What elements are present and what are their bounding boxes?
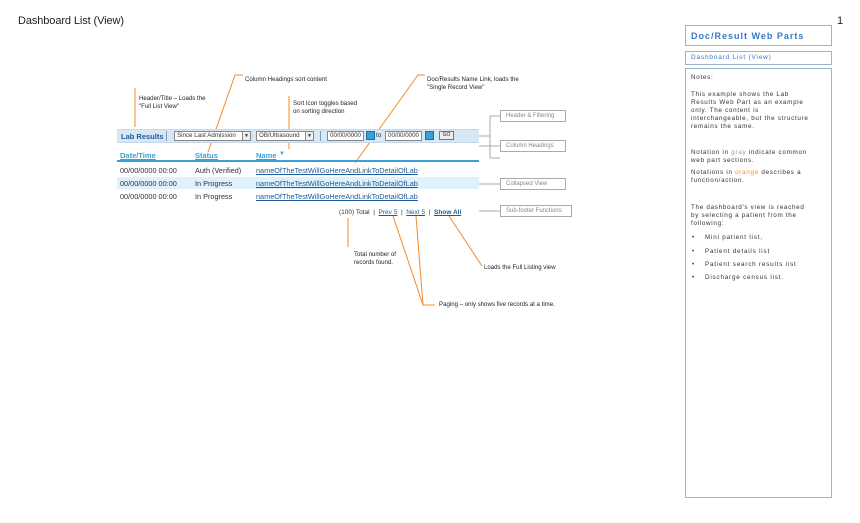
cell-date: 00/00/0000 00:00 [120, 179, 177, 188]
toolbar-divider [320, 131, 321, 141]
note-2-line-2: web part sections. [691, 157, 755, 164]
webpart-title-link[interactable]: Lab Results [121, 132, 164, 141]
page-number: 1 [837, 15, 844, 27]
side-subtitle-box [685, 51, 832, 65]
note-1-line-5: remains the same. [691, 123, 755, 130]
notes-box [685, 68, 832, 498]
cell-status: In Progress [195, 192, 233, 201]
calendar-icon[interactable] [425, 131, 434, 140]
note-1-line-1: This example shows the Lab [691, 91, 790, 98]
section-box-header-filtering [500, 110, 566, 122]
date-to-input[interactable]: 00/00/0000 [385, 131, 422, 141]
note-3-line-1: Notations in orange describes a [691, 169, 802, 176]
annotation-loads-full: Loads the Full Listing view [484, 264, 556, 271]
side-title-box [685, 25, 832, 46]
date-to-label: to [376, 132, 382, 139]
paging-line-1 [392, 215, 435, 306]
chevron-down-icon: ▼ [242, 132, 250, 140]
total-count: (100) Total [339, 209, 370, 216]
bullet-dot: • [692, 261, 695, 268]
calendar-icon[interactable] [366, 131, 375, 140]
next-page-link[interactable]: Next 5 [406, 209, 426, 216]
result-name-link[interactable]: nameOfTheTestWillGoHereAndLinkToDetailOf… [256, 179, 418, 188]
note-2-line-1: Notation in gray indicate common [691, 149, 807, 156]
sort-arrow-icon[interactable]: ▼ [279, 151, 285, 157]
column-header-date[interactable]: Date/Time [120, 151, 156, 160]
section-label-header-filtering: Header & Filtering [506, 113, 555, 119]
side-panel-subtitle: Dashboard List (View) [691, 54, 772, 61]
separator: | [400, 209, 403, 216]
section-box-collapsed-view [500, 178, 566, 190]
annotation-doc-link: Doc/Results Name Link, loads the"Single … [427, 76, 519, 91]
note-4-line-3: following: [691, 220, 725, 227]
doc-link-line [354, 74, 425, 164]
paging-line-2 [415, 215, 435, 306]
bullet-item: Mini patient list, [705, 234, 763, 241]
prev-page-link[interactable]: Prev 5 [378, 209, 398, 216]
table-row: 00/00/0000 00:00 In Progress nameOfTheTe… [117, 177, 479, 189]
notes-label: Notes: [691, 74, 714, 81]
bullet-dot: • [692, 248, 695, 255]
column-header-status[interactable]: Status [195, 151, 218, 160]
result-name-link[interactable]: nameOfTheTestWillGoHereAndLinkToDetailOf… [256, 192, 418, 201]
bullet-dot: • [692, 274, 695, 281]
table-row: 00/00/0000 00:00 Auth (Verified) nameOfT… [117, 164, 479, 176]
go-button[interactable]: GO [439, 131, 454, 140]
section-label-subfooter: Sub-footer Functions [506, 208, 562, 214]
section-label-column-headings: Column Headings [506, 143, 554, 149]
bullet-dot: • [692, 234, 695, 241]
side-panel-title: Doc/Result Web Parts [691, 31, 805, 41]
show-all-link[interactable]: Show All [434, 209, 462, 216]
cell-status: In Progress [195, 179, 233, 188]
separator: | [428, 209, 431, 216]
column-headings-line [207, 74, 243, 153]
annotation-paging: Paging – only shows five records at a ti… [439, 301, 555, 308]
chevron-down-icon: ▼ [305, 132, 313, 140]
page-title: Dashboard List (View) [18, 15, 124, 27]
date-from-input[interactable]: 00/00/0000 [327, 131, 364, 141]
cell-date: 00/00/0000 00:00 [120, 192, 177, 201]
section-label-collapsed-view: Collapsed View [506, 181, 548, 187]
note-3-line-2: function/action. [691, 177, 745, 184]
note-4-line-1: The dashboard's view is reached [691, 204, 805, 211]
header-underline [117, 160, 479, 162]
bullet-item: Patient details list [705, 248, 771, 255]
separator: | [373, 209, 375, 216]
section-box-subfooter [500, 205, 572, 217]
date-range-select[interactable]: Since Last Admission▼ [174, 131, 251, 141]
column-header-name[interactable]: Name [256, 151, 277, 160]
result-name-link[interactable]: nameOfTheTestWillGoHereAndLinkToDetailOf… [256, 166, 418, 175]
section-box-column-headings [500, 140, 566, 152]
bullet-item: Patient search results list [705, 261, 797, 268]
note-1-line-4: interchangeable, but the structure [691, 115, 809, 122]
cell-status: Auth (Verified) [195, 166, 242, 175]
note-1-line-2: Results Web Part as an example [691, 99, 804, 106]
annotation-header-title: Header/Title – Loads the"Full List View" [139, 95, 206, 110]
toolbar-divider [166, 131, 167, 141]
loads-full-line [448, 215, 483, 267]
table-row: 00/00/0000 00:00 In Progress nameOfTheTe… [117, 190, 479, 202]
cell-date: 00/00/0000 00:00 [120, 166, 177, 175]
bullet-item: Discharge census list. [705, 274, 784, 281]
note-1-line-3: only. The content is [691, 107, 760, 114]
subfooter: (100) Total | Prev 5 | Next 5 | Show All [339, 209, 461, 216]
annotation-column-headings: Column Headings sort content [245, 76, 327, 83]
note-4-line-2: by selecting a patient from the [691, 212, 797, 219]
category-select[interactable]: OB/Ultrasound▼ [256, 131, 314, 141]
